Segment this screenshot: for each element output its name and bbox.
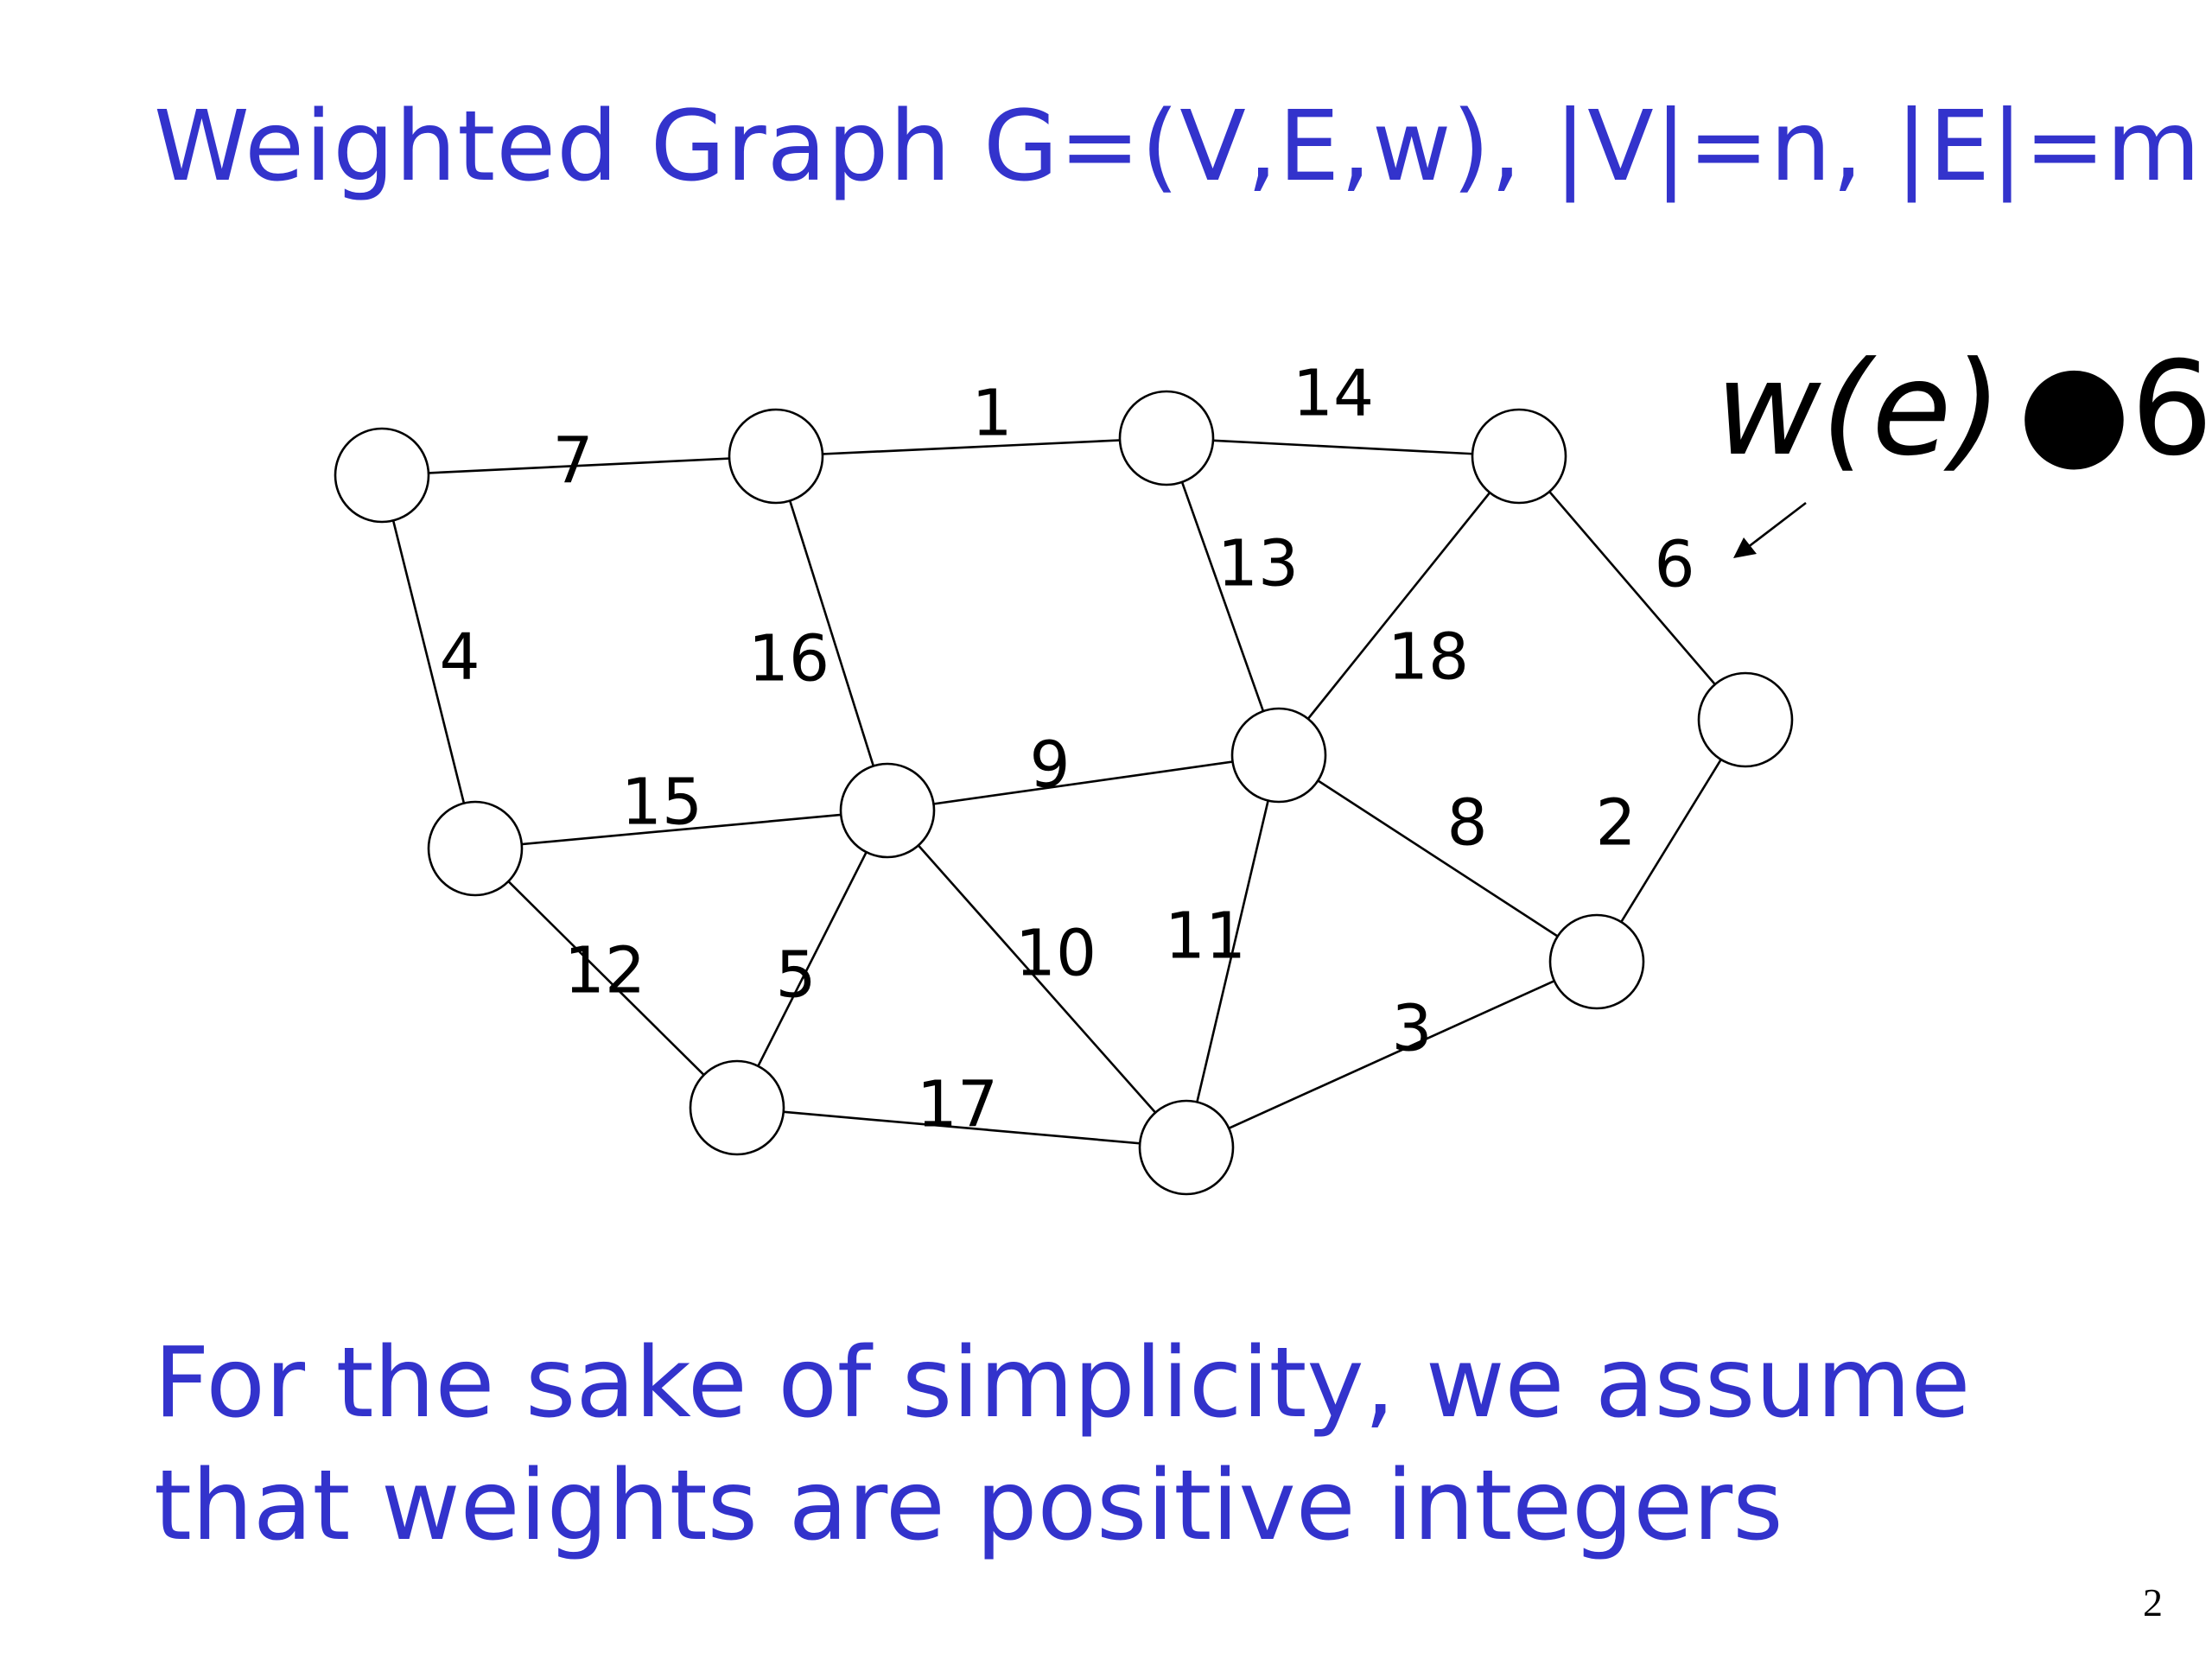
edge-weight-label: 15 (621, 766, 702, 840)
legend-weight-value: ●6 (2018, 334, 2212, 485)
edge-weight-label: 14 (1293, 357, 1374, 431)
edge-a-b (381, 454, 777, 477)
edge-weight-label: 13 (1217, 527, 1299, 601)
edge-j-k (1185, 960, 1598, 1149)
edge-weight-label: 18 (1388, 620, 1469, 695)
graph-node-g (1230, 707, 1327, 804)
page-number: 2 (2143, 1580, 2163, 1624)
edge-weight-label: 9 (1029, 728, 1070, 803)
graph-node-a (334, 427, 430, 524)
edge-weight-label: 4 (439, 620, 480, 695)
graph-node-c (1118, 390, 1215, 486)
graph-node-k (1548, 913, 1645, 1010)
graph-node-f (839, 762, 936, 859)
edge-weight-label: 8 (1446, 786, 1487, 861)
edge-f-i (735, 810, 889, 1109)
legend-arrow-head (1733, 537, 1757, 558)
edge-b-c (775, 436, 1167, 458)
edge-c-d (1166, 436, 1520, 458)
edge-e-i (474, 848, 738, 1109)
edge-weight-label: 2 (1595, 786, 1636, 861)
edge-weight-legend: w(e) ●6 (1715, 334, 2212, 558)
graph-node-d (1471, 408, 1567, 505)
graph-node-j (1138, 1099, 1235, 1196)
edge-weight-label: 16 (748, 622, 830, 696)
edge-weight-label: 7 (552, 424, 593, 499)
edge-weight-label: 10 (1015, 917, 1096, 991)
edge-a-e (380, 474, 477, 849)
edge-d-g (1277, 455, 1521, 756)
edge-f-g (887, 753, 1280, 812)
graph-node-i (689, 1059, 785, 1156)
edge-weight-label: 5 (775, 938, 816, 1013)
edge-e-f (474, 809, 888, 850)
labels-layer: 7 1 14 4 16 13 18 6 15 9 12 5 10 11 8 2 17 3 (439, 357, 1694, 1142)
edges-layer (380, 436, 1747, 1149)
slide-note: For the sake of simplicity, we assume th… (154, 1322, 1970, 1567)
edge-g-j (1185, 754, 1281, 1148)
edge-weight-label: 12 (564, 934, 645, 1008)
graph-node-e (427, 800, 524, 897)
edge-b-f (774, 455, 889, 811)
edge-weight-label: 3 (1391, 992, 1432, 1066)
nodes-layer (334, 390, 1794, 1196)
slide-title: Weighted Graph G=(V,E,w), |V|=n, |E|=m (154, 91, 2202, 203)
legend-weight-function: w(e) (1715, 334, 2002, 485)
legend-arrow-shaft (1743, 501, 1807, 552)
edge-weight-label: 11 (1165, 899, 1246, 974)
edge-g-k (1278, 753, 1598, 963)
slide-note-line-2: that weights are positive integers (154, 1450, 1783, 1562)
edge-c-g (1165, 437, 1281, 756)
graph-node-h (1697, 671, 1794, 768)
edge-weight-label: 1 (971, 377, 1012, 451)
edge-i-j (736, 1106, 1187, 1149)
edge-f-j (887, 810, 1187, 1148)
graph-node-b (728, 408, 824, 505)
edge-d-h (1518, 455, 1746, 721)
edge-weight-label: 6 (1654, 528, 1694, 602)
edge-weight-label: 17 (917, 1068, 998, 1142)
slide-note-line-1: For the sake of simplicity, we assume (154, 1327, 1971, 1440)
